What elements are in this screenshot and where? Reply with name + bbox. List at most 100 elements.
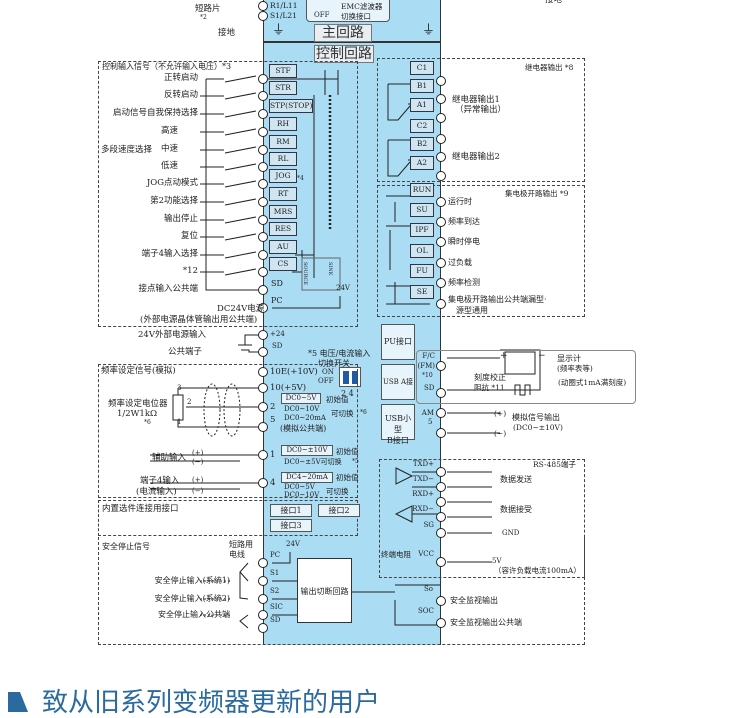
safety-terminal[interactable]	[258, 610, 268, 620]
dc24-label: DC24V电源	[217, 304, 265, 314]
terminal-input[interactable]	[258, 197, 268, 207]
terminal-pc[interactable]	[258, 303, 268, 313]
terminal-label: RT	[269, 187, 297, 201]
terminal-input[interactable]	[258, 127, 268, 137]
terminal-analog-5[interactable]	[436, 428, 446, 438]
oc-terminal[interactable]	[436, 299, 446, 309]
safety-terminal[interactable]	[258, 576, 268, 586]
emc-filter-switch[interactable]	[306, 0, 390, 22]
oc-terminal[interactable]	[436, 258, 446, 268]
terminal-fc[interactable]	[436, 361, 446, 371]
range2-a: DC0~10V	[284, 405, 320, 413]
pu-port[interactable]: PU接口	[381, 324, 415, 360]
terminal-input[interactable]	[258, 145, 268, 155]
freq-title: 频率设定信号(模拟)	[101, 366, 176, 376]
rs485-terminal-label: SG	[423, 521, 434, 529]
relay-terminal[interactable]	[436, 171, 446, 181]
rs485-terminal[interactable]	[436, 528, 446, 538]
terminal-label: RL	[269, 152, 297, 166]
fm-label: (FM)	[417, 362, 436, 370]
relay-terminal[interactable]	[436, 152, 446, 162]
source-label: SOURCE	[302, 262, 308, 285]
terminal-am[interactable]	[436, 408, 446, 418]
input-label: JOG点动模式	[146, 178, 198, 188]
freq-setting-group	[98, 364, 358, 498]
oc-output-label: 频率到达	[448, 217, 480, 226]
terminal-1[interactable]	[258, 450, 268, 460]
relay-terminal[interactable]	[436, 76, 446, 86]
oc-terminal[interactable]	[436, 197, 446, 207]
note-6: *6	[360, 409, 367, 416]
rs485-terminal[interactable]	[436, 467, 446, 477]
rs485-terminal[interactable]	[436, 512, 446, 522]
input-label: 复位	[180, 231, 198, 241]
rs485-terminal[interactable]	[436, 482, 446, 492]
voltage-current-dip-switch[interactable]	[339, 367, 361, 387]
control-input-title: 控制输入信号（不允许输入电压）*3	[102, 62, 232, 71]
oc-output-label: 频率检测	[448, 278, 480, 287]
relay-terminal[interactable]	[436, 113, 446, 123]
init-label: 初始值	[326, 395, 349, 404]
v24-input-label: 24V外部电源输入	[138, 330, 206, 340]
divider	[263, 41, 441, 43]
control-input-group	[98, 61, 358, 327]
terminal-10[interactable]	[258, 383, 268, 393]
oc-output-label: 过负载	[448, 258, 472, 267]
terminal-so[interactable]	[436, 596, 446, 606]
terminal-label: STR	[269, 81, 297, 95]
input-label: 启动信号自我保持选择	[112, 108, 198, 118]
terminal-meter-sd[interactable]	[436, 388, 446, 398]
option-port-3[interactable]: 接口3	[270, 519, 312, 532]
usb-a-port[interactable]: USB A接口	[381, 364, 415, 420]
terminal-input[interactable]	[258, 74, 268, 84]
safety-terminal[interactable]	[258, 623, 268, 633]
terminal-input[interactable]	[258, 91, 268, 101]
terminal-input[interactable]	[258, 162, 268, 172]
relay-terminal-label: A2	[410, 156, 434, 170]
safety-terminal-label: PC	[270, 551, 281, 559]
terminal-2[interactable]	[258, 402, 268, 412]
terminal-label: CS	[269, 257, 297, 271]
meter-title: 显示计	[557, 354, 581, 363]
rs485-terminal-label: TXD−	[412, 475, 434, 483]
safety-terminal[interactable]	[258, 594, 268, 604]
terminal-input[interactable]	[258, 267, 268, 277]
option-port-1[interactable]: 接口1	[270, 504, 312, 517]
terminal-input[interactable]	[258, 250, 268, 260]
input-label: 高速	[160, 126, 178, 136]
meter-spec: (动圈式1mA满刻度)	[558, 378, 627, 387]
terminal-4[interactable]	[258, 478, 268, 488]
terminal-10e[interactable]	[258, 367, 268, 377]
rs485-terminal[interactable]	[436, 557, 446, 567]
terminal-resistor-label: 终端电阻	[381, 550, 411, 559]
terminal-5[interactable]	[258, 422, 268, 432]
relay-terminal[interactable]	[436, 94, 446, 104]
input-label: 正转启动	[163, 73, 198, 83]
terminal-soc[interactable]	[436, 618, 446, 628]
terminal-s1[interactable]	[258, 11, 268, 21]
oc-terminal[interactable]	[436, 278, 446, 288]
t4-input-label: 端子4输入	[140, 476, 180, 486]
terminal-r1[interactable]	[258, 1, 268, 11]
option-port-2[interactable]: 接口2	[318, 504, 360, 517]
analog-output-label: 模拟信号输出	[512, 413, 560, 422]
oc-terminal[interactable]	[436, 237, 446, 247]
terminal-input[interactable]	[258, 215, 268, 225]
terminal-input[interactable]	[258, 179, 268, 189]
aux-input-label: 辅助输入	[152, 453, 187, 463]
safety-terminal[interactable]	[258, 558, 268, 568]
oc-terminal[interactable]	[436, 217, 446, 227]
terminal-input[interactable]	[258, 285, 268, 295]
ground-right-label: 接地	[545, 0, 563, 5]
analog-minus: (−)	[494, 429, 507, 438]
terminal-input[interactable]	[258, 109, 268, 119]
t2-label: 2	[270, 402, 276, 412]
terminal-sd[interactable]	[258, 347, 268, 357]
rs485-terminal[interactable]	[436, 497, 446, 507]
terminal-input[interactable]	[258, 232, 268, 242]
terminal-plus24[interactable]	[258, 330, 268, 340]
relay-terminal-label: C1	[410, 61, 434, 75]
open-collector-group	[377, 185, 585, 317]
relay-terminal[interactable]	[436, 134, 446, 144]
